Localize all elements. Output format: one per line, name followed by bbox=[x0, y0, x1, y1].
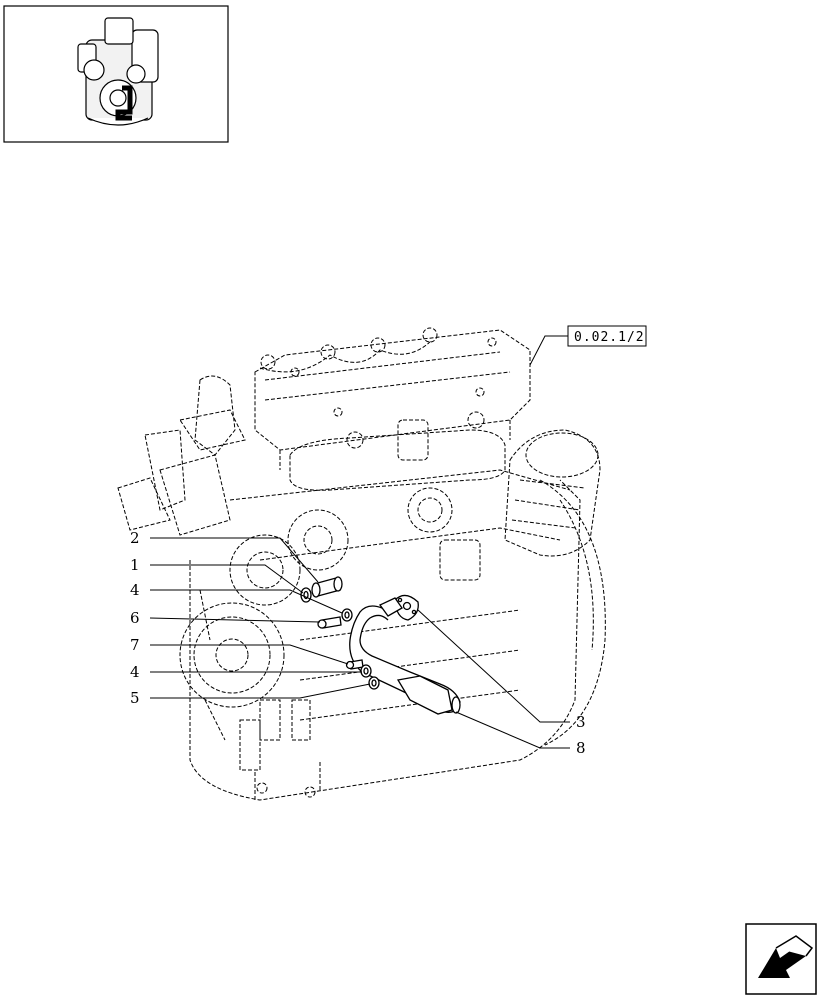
callout-number-4-upper[interactable]: 4 bbox=[130, 581, 140, 599]
bolt-lower-part[interactable] bbox=[345, 659, 364, 670]
oil-return-pipe-assembly[interactable] bbox=[300, 576, 461, 715]
callout-number-8[interactable]: 8 bbox=[576, 739, 586, 757]
washer-bottom-part[interactable] bbox=[368, 676, 380, 690]
callout-number-1[interactable]: 1 bbox=[130, 556, 140, 574]
washer-lower-part[interactable] bbox=[360, 664, 372, 678]
reference-box[interactable]: 0.02.1/2 bbox=[567, 325, 647, 347]
washer-upper-part[interactable] bbox=[341, 608, 353, 622]
engine-overview-thumbnail[interactable] bbox=[3, 5, 229, 143]
previous-page-arrow-icon bbox=[758, 935, 814, 978]
flange-gasket-part[interactable] bbox=[394, 594, 419, 621]
callout-number-3[interactable]: 3 bbox=[576, 713, 586, 731]
callout-number-2[interactable]: 2 bbox=[130, 529, 140, 547]
callout-number-4-lower[interactable]: 4 bbox=[130, 663, 140, 681]
bolt-upper-part[interactable] bbox=[317, 616, 342, 629]
leader-lines bbox=[149, 335, 570, 749]
union-fitting-part[interactable] bbox=[311, 576, 343, 598]
callout-number-5[interactable]: 5 bbox=[130, 689, 140, 707]
previous-page-button[interactable] bbox=[745, 923, 817, 995]
callout-number-7[interactable]: 7 bbox=[130, 636, 140, 654]
oil-return-pipe-part[interactable] bbox=[349, 597, 461, 715]
engine-overview-thumbnail-icon bbox=[77, 17, 159, 126]
reference-label: 0.02.1/2 bbox=[574, 330, 645, 345]
callout-number-6[interactable]: 6 bbox=[130, 609, 140, 627]
engine-block-outline bbox=[117, 327, 606, 801]
